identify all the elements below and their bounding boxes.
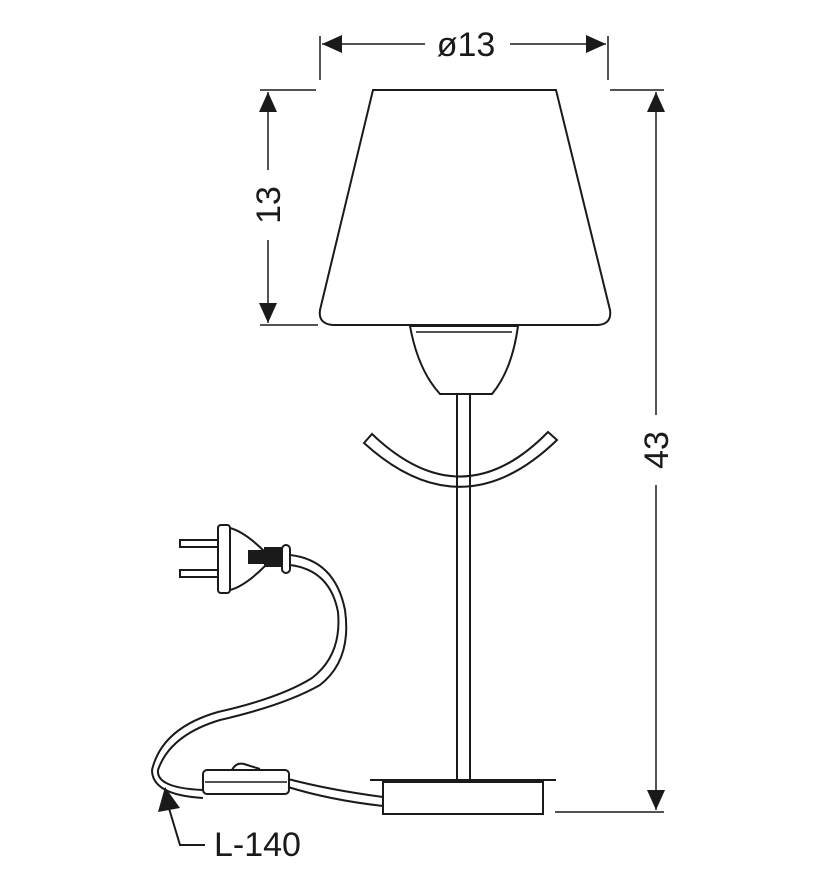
lamp-stem <box>455 393 472 780</box>
crescent-arm <box>362 430 559 488</box>
diameter-dimension: ø13 <box>319 26 609 80</box>
arrow-down-icon <box>647 790 665 810</box>
arrow-icon <box>158 787 180 812</box>
socket-cup <box>408 325 520 395</box>
inline-switch <box>202 762 290 795</box>
lamp-base <box>370 779 556 815</box>
diameter-label: ø13 <box>437 26 496 64</box>
total-height-label: 43 <box>638 431 676 469</box>
total-height-dimension: 43 <box>555 89 676 813</box>
cable-length-label: L-140 <box>214 826 301 864</box>
power-cord <box>150 554 384 807</box>
arrow-down-icon <box>259 303 277 323</box>
power-plug <box>179 524 291 594</box>
shade-height-dimension: 13 <box>250 89 318 326</box>
arrow-up-icon <box>259 92 277 112</box>
lamp-shade <box>318 89 612 326</box>
shade-height-label: 13 <box>250 186 288 224</box>
cable-length-callout: L-140 <box>158 787 301 864</box>
arrow-left-icon <box>322 35 342 53</box>
arrow-up-icon <box>647 92 665 112</box>
arrow-right-icon <box>586 35 606 53</box>
